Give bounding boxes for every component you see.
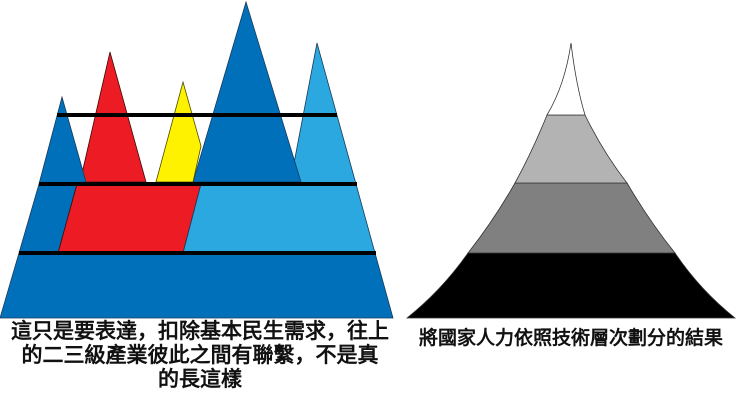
pyramid-band-light-gray — [514, 114, 628, 184]
left-caption-line-3: 的長這樣 — [158, 367, 242, 391]
pyramid-band-black — [405, 252, 737, 319]
middle-band-red — [57, 183, 202, 254]
small-blue-peak — [38, 95, 87, 185]
yellow-peak — [155, 80, 202, 183]
dark-blue-peak — [192, 0, 302, 183]
left-caption-line-2: 的二三級產業彼此之間有聯繫，不是真 — [21, 343, 379, 367]
pyramid-band-mid-gray — [467, 182, 676, 254]
left-caption-line-1: 這只是要表達，扣除基本民生需求，往上 — [11, 319, 389, 343]
base-band — [0, 252, 394, 319]
right-caption: 將國家人力依照技術層次劃分的結果 — [418, 327, 723, 349]
manpower-pyramid — [405, 42, 737, 319]
pyramid-band-white — [546, 42, 586, 116]
left-caption: 這只是要表達，扣除基本民生需求，往上 的二三級產業彼此之間有聯繫，不是真 的長這… — [0, 319, 400, 391]
middle-band-right — [182, 183, 376, 254]
